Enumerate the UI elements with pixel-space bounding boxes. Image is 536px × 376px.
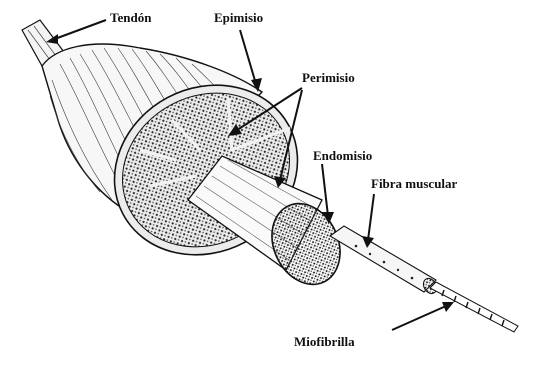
arrow-tendon xyxy=(46,20,106,44)
arrow-fibra xyxy=(362,194,374,248)
arrow-endomisio xyxy=(322,164,334,224)
arrow-miofibrilla xyxy=(392,302,454,330)
muscle-fiber xyxy=(330,226,439,296)
label-perimisio: Perimisio xyxy=(302,70,355,86)
label-miofibrilla: Miofibrilla xyxy=(294,334,355,350)
label-fibra-muscular: Fibra muscular xyxy=(371,176,457,192)
label-endomisio: Endomisio xyxy=(313,148,372,164)
label-tendon: Tendón xyxy=(110,10,151,26)
label-epimisio: Epimisio xyxy=(214,10,263,26)
